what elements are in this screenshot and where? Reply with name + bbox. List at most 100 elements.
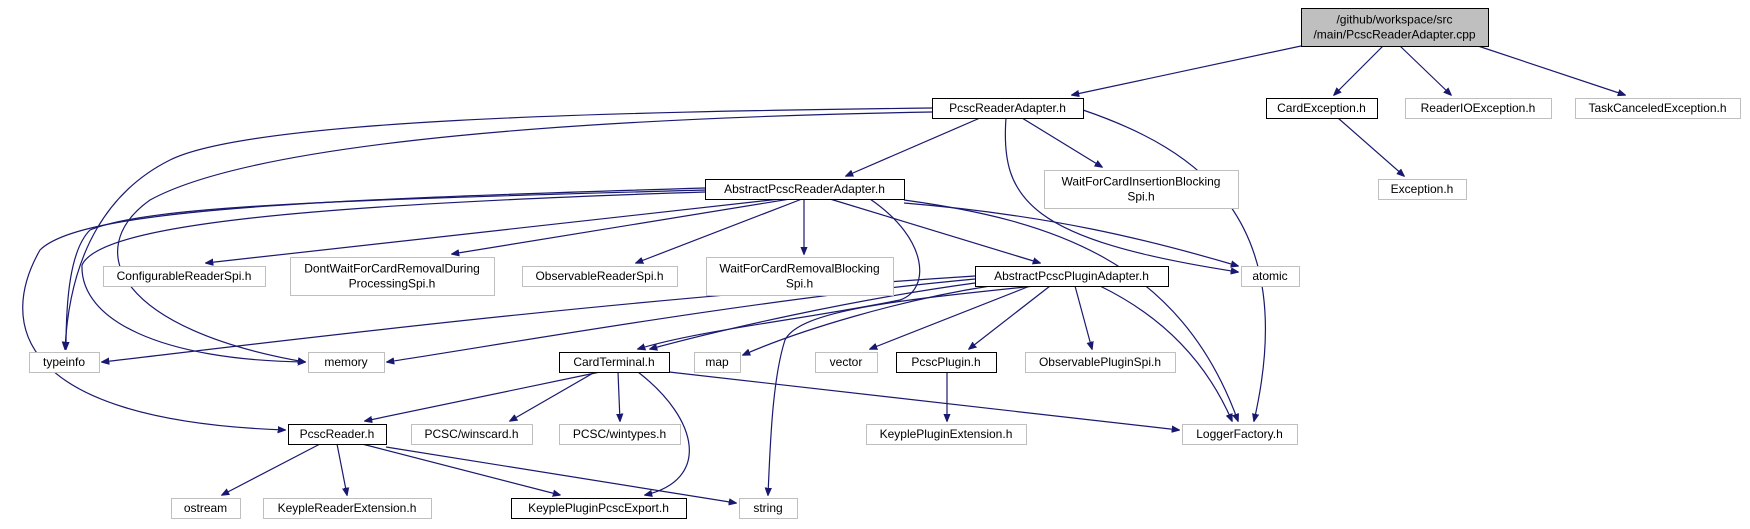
node-box-vector: [815, 352, 878, 373]
edge-cardTerminal-to-loggerFactory: [668, 371, 1179, 430]
node-abstractPcscReaderAdapter[interactable]: AbstractPcscReaderAdapter.h: [705, 179, 905, 200]
node-dontWaitForCardRemoval: DontWaitForCardRemovalDuringProcessingSp…: [290, 257, 495, 296]
node-memory: memory: [308, 352, 385, 373]
node-label-observablePluginSpi-line-0: ObservablePluginSpi.h: [1039, 355, 1161, 369]
node-label-pcscReader-line-0: PcscReader.h: [300, 427, 375, 441]
node-box-string: [739, 498, 798, 519]
node-root[interactable]: /github/workspace/src/main/PcscReaderAda…: [1301, 8, 1489, 47]
node-observableReaderSpi: ObservableReaderSpi.h: [522, 266, 678, 287]
node-keyplePluginPcscExport[interactable]: KeyplePluginPcscExport.h: [511, 498, 687, 519]
node-label-keyplePluginExtension-line-0: KeyplePluginExtension.h: [880, 427, 1013, 441]
node-string: string: [739, 498, 798, 519]
node-label-waitForCardRemoval-line-0: WaitForCardRemovalBlocking: [719, 262, 879, 276]
node-label-atomic-line-0: atomic: [1252, 269, 1287, 283]
node-pcscPlugin[interactable]: PcscPlugin.h: [896, 352, 997, 373]
edge-cardException-to-exception: [1337, 117, 1404, 176]
node-label-abstractPcscReaderAdapter-line-0: AbstractPcscReaderAdapter.h: [724, 182, 885, 196]
node-box-loggerFactory: [1182, 424, 1298, 445]
edge-root-to-cardException: [1334, 45, 1384, 95]
edge-root-to-readerIOException: [1399, 45, 1451, 95]
edge-abstractPcscReaderAdapter-to-configurableReaderSpi: [206, 198, 781, 263]
edge-abstractPcscReaderAdapter-to-abstractPcscPluginAdapter: [829, 198, 1040, 263]
edge-abstractPcscReaderAdapter-to-dontWaitForCardRemoval: [452, 198, 791, 254]
node-keyplePluginExtension: KeyplePluginExtension.h: [866, 424, 1027, 445]
node-box-readerIOException: [1405, 98, 1552, 119]
node-box-cardException: [1266, 98, 1378, 119]
node-box-observableReaderSpi: [522, 266, 678, 287]
edge-pcscReader-to-ostream: [222, 443, 321, 495]
edge-cardTerminal-to-keyplePluginPcscExport: [637, 371, 690, 495]
edge-abstractPcscPluginAdapter-to-map: [743, 285, 991, 355]
node-box-pcscReader: [288, 424, 387, 445]
node-label-waitForCardInsertion-line-0: WaitForCardInsertionBlocking: [1062, 175, 1221, 189]
node-box-keypleReaderExtension: [263, 498, 432, 519]
edge-root-to-taskCanceledException: [1477, 45, 1625, 95]
node-box-taskCanceledException: [1575, 98, 1741, 119]
node-box-pcscPlugin: [896, 352, 997, 373]
node-label-dontWaitForCardRemoval-line-0: DontWaitForCardRemovalDuring: [304, 262, 480, 276]
node-cardTerminal[interactable]: CardTerminal.h: [559, 352, 670, 373]
edge-abstractPcscPluginAdapter-to-vector: [870, 285, 1031, 349]
edge-abstractPcscPluginAdapter-to-pcscPlugin: [969, 285, 1051, 349]
node-label-vector-line-0: vector: [830, 355, 863, 369]
node-taskCanceledException: TaskCanceledException.h: [1575, 98, 1741, 119]
node-label-ostream-line-0: ostream: [184, 501, 227, 515]
node-box-memory: [308, 352, 385, 373]
edge-abstractPcscReaderAdapter-to-memory: [81, 191, 706, 362]
node-box-exception: [1378, 179, 1467, 200]
node-label-keypleReaderExtension-line-0: KeypleReaderExtension.h: [278, 501, 417, 515]
node-abstractPcscPluginAdapter[interactable]: AbstractPcscPluginAdapter.h: [975, 266, 1169, 287]
edge-cardTerminal-to-wintypes: [618, 371, 620, 421]
node-box-waitForCardRemoval: [706, 257, 894, 296]
node-box-keyplePluginExtension: [866, 424, 1027, 445]
node-cardException[interactable]: CardException.h: [1266, 98, 1378, 119]
node-label-waitForCardInsertion-line-1: Spi.h: [1127, 190, 1154, 204]
node-box-configurableReaderSpi: [103, 266, 266, 287]
node-label-readerIOException-line-0: ReaderIOException.h: [1421, 101, 1536, 115]
edge-abstractPcscPluginAdapter-to-string: [768, 285, 1036, 495]
node-label-pcscPlugin-line-0: PcscPlugin.h: [911, 355, 980, 369]
node-exception: Exception.h: [1378, 179, 1467, 200]
node-typeinfo: typeinfo: [29, 352, 100, 373]
node-map: map: [694, 352, 741, 373]
node-label-wintypes-line-0: PCSC/wintypes.h: [573, 427, 666, 441]
node-label-memory-line-0: memory: [324, 355, 367, 369]
node-label-dontWaitForCardRemoval-line-1: ProcessingSpi.h: [349, 277, 436, 291]
edge-abstractPcscReaderAdapter-to-loggerFactory: [903, 199, 1238, 421]
node-label-typeinfo-line-0: typeinfo: [43, 355, 85, 369]
edge-abstractPcscPluginAdapter-to-cardTerminal: [650, 282, 976, 349]
node-box-cardTerminal: [559, 352, 670, 373]
node-label-pcscReaderAdapter-line-0: PcscReaderAdapter.h: [949, 101, 1066, 115]
node-pcscReaderAdapter[interactable]: PcscReaderAdapter.h: [932, 98, 1084, 119]
node-label-taskCanceledException-line-0: TaskCanceledException.h: [1588, 101, 1726, 115]
edge-pcscReaderAdapter-to-typeinfo: [65, 107, 933, 349]
node-label-root-line-1: /main/PcscReaderAdapter.cpp: [1313, 28, 1475, 42]
node-keypleReaderExtension: KeypleReaderExtension.h: [263, 498, 432, 519]
node-label-abstractPcscPluginAdapter-line-0: AbstractPcscPluginAdapter.h: [994, 269, 1149, 283]
node-box-atomic: [1241, 266, 1300, 287]
node-atomic: atomic: [1241, 266, 1300, 287]
edge-pcscReader-to-keypleReaderExtension: [336, 443, 347, 495]
edges-layer: [22, 45, 1625, 503]
node-label-keyplePluginPcscExport-line-0: KeyplePluginPcscExport.h: [528, 501, 669, 515]
edge-abstractPcscReaderAdapter-to-observableReaderSpi: [636, 198, 803, 263]
node-label-string-line-0: string: [753, 501, 782, 515]
node-box-dontWaitForCardRemoval: [290, 257, 495, 296]
node-pcscReader[interactable]: PcscReader.h: [288, 424, 387, 445]
node-box-root: [1301, 8, 1489, 47]
edge-cardTerminal-to-pcscReader: [365, 371, 601, 421]
edge-pcscReaderAdapter-to-atomic: [1004, 117, 1238, 272]
edge-pcscReader-to-string: [385, 446, 736, 503]
node-wintypes: PCSC/wintypes.h: [559, 424, 681, 445]
node-box-typeinfo: [29, 352, 100, 373]
node-vector: vector: [815, 352, 878, 373]
node-label-cardTerminal-line-0: CardTerminal.h: [573, 355, 654, 369]
node-loggerFactory: LoggerFactory.h: [1182, 424, 1298, 445]
edge-abstractPcscPluginAdapter-to-observablePluginSpi: [1074, 285, 1092, 349]
node-label-loggerFactory-line-0: LoggerFactory.h: [1196, 427, 1283, 441]
edge-abstractPcscReaderAdapter-to-cardTerminal: [638, 198, 921, 349]
node-box-map: [694, 352, 741, 373]
node-box-abstractPcscReaderAdapter: [705, 179, 905, 200]
